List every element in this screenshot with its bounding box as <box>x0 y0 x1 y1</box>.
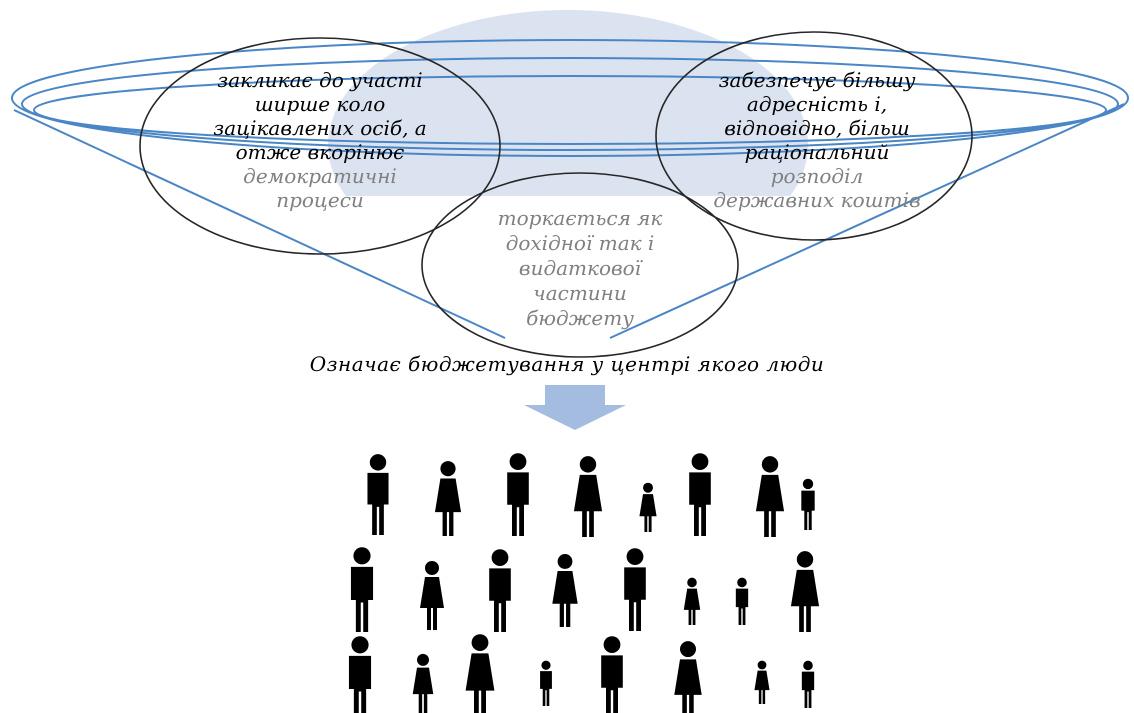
bottom-circle-line: торкається як <box>497 206 663 230</box>
right-circle-line: раціональний <box>744 140 890 164</box>
right-circle-line: відповідно, більш <box>724 116 910 140</box>
left-circle-line: зацікавлених осіб, а <box>213 116 427 140</box>
left-circle-line: демократичні <box>243 164 397 188</box>
bottom-circle-line: бюджету <box>526 306 634 330</box>
circle-bottom <box>421 172 739 358</box>
diagram-caption: Означає бюджетування у центрі якого люди <box>309 352 825 376</box>
circle-right <box>655 31 973 241</box>
bottom-circle-line: дохідної так і <box>505 231 655 255</box>
bottom-circle-line: частини <box>533 281 627 305</box>
people-silhouettes-icon <box>348 453 820 713</box>
circle-left <box>139 37 501 255</box>
left-circle-line: закликає до участі <box>217 68 423 92</box>
down-arrow-icon <box>524 385 626 430</box>
right-circle-line: розподіл <box>770 164 864 188</box>
right-circle-line: державних коштів <box>713 188 921 212</box>
left-circle-line: процеси <box>276 188 364 212</box>
left-circle-line: ширше коло <box>254 92 386 116</box>
bottom-circle-line: видаткової <box>518 256 642 280</box>
funnel-outline <box>11 39 1129 339</box>
left-circle-line: отже вкорінює <box>235 140 405 164</box>
right-circle-line: адресність і, <box>746 92 888 116</box>
right-circle-line: забезпечує більшу <box>718 68 916 92</box>
bubble-circles <box>139 31 973 358</box>
